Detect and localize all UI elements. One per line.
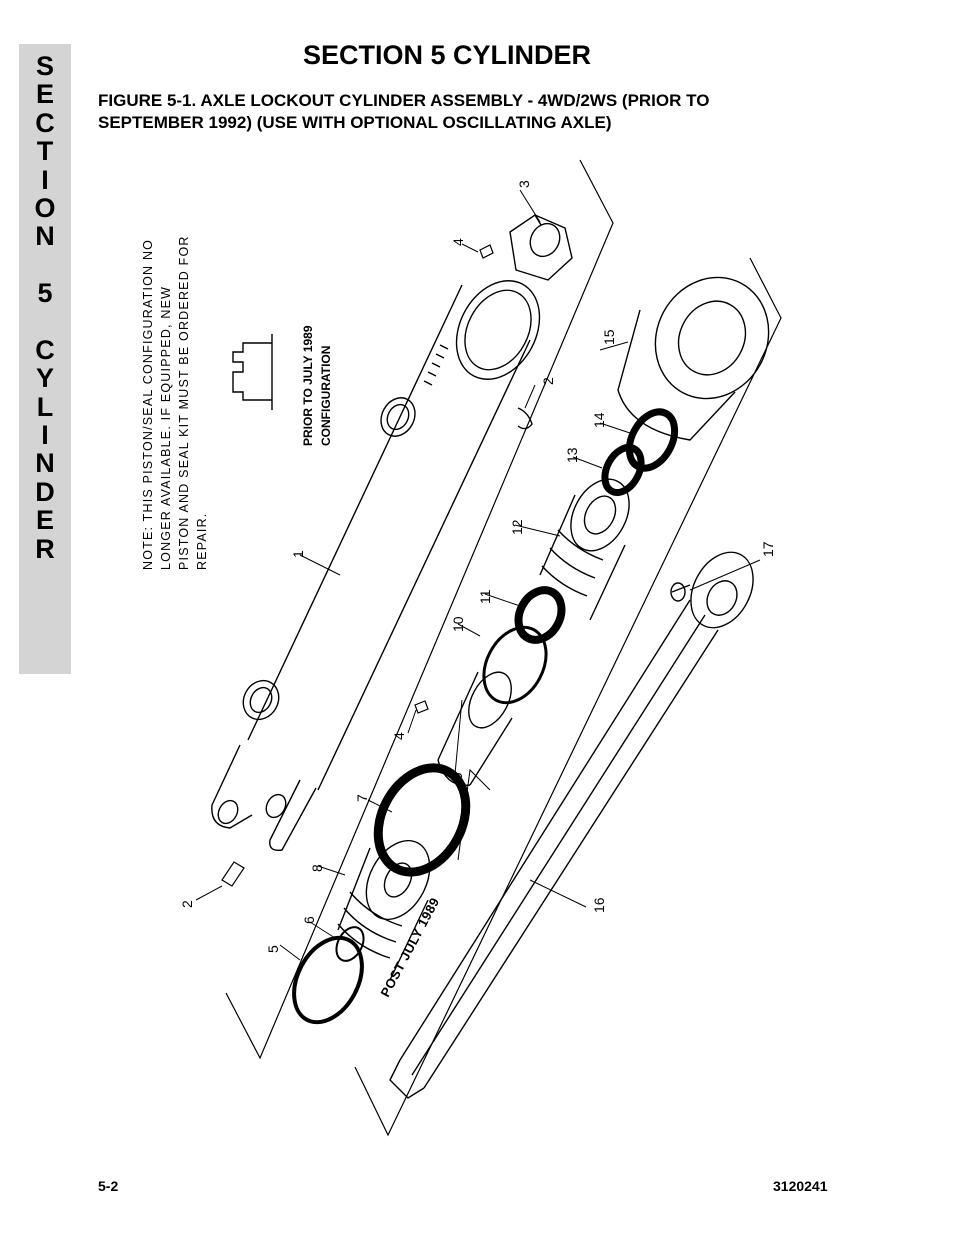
callout-15: 15 bbox=[601, 329, 617, 345]
page-number: 5-2 bbox=[98, 1178, 119, 1194]
config-note: NOTE: THIS PISTON/SEAL CONFIGURATION NO … bbox=[141, 235, 209, 570]
side-letter: N bbox=[35, 221, 55, 252]
spacer-part bbox=[437, 671, 513, 786]
callout-14: 14 bbox=[591, 412, 607, 428]
side-letter: I bbox=[41, 164, 49, 195]
section-side-tab: S E C T I O N 5 C Y L I N D E R bbox=[19, 44, 71, 674]
callout-7: 7 bbox=[354, 794, 370, 802]
callout-8: 8 bbox=[309, 864, 325, 872]
caption-line: SEPTEMBER 1992) (USE WITH OPTIONAL OSCIL… bbox=[98, 113, 612, 132]
callout-12: 12 bbox=[509, 519, 525, 535]
page-title: SECTION 5 CYLINDER bbox=[302, 40, 592, 70]
callout-11: 11 bbox=[477, 589, 493, 604]
side-letter: 5 bbox=[37, 278, 53, 309]
seal-part-13 bbox=[601, 444, 645, 496]
prior-config-sketch bbox=[232, 334, 273, 410]
callout-2: 2 bbox=[540, 377, 556, 385]
callout-5: 5 bbox=[265, 945, 281, 953]
callout-9: 9 bbox=[449, 772, 465, 780]
side-letter: C bbox=[35, 107, 55, 138]
callout-10: 10 bbox=[450, 616, 466, 632]
callout-4: 4 bbox=[450, 238, 466, 246]
side-letter: C bbox=[35, 334, 55, 365]
barrel-panel-outline bbox=[225, 159, 614, 1060]
callout-13: 13 bbox=[564, 447, 580, 463]
note-line: REPAIR. bbox=[195, 513, 209, 571]
setscrew-part-2 bbox=[414, 700, 429, 714]
side-letter: I bbox=[41, 420, 49, 451]
note-line: PISTON AND SEAL KIT MUST BE ORDERED FOR bbox=[177, 235, 191, 570]
callout-6: 6 bbox=[301, 916, 317, 924]
piston-part-8 bbox=[337, 839, 431, 981]
side-tab-letters: S E C T I O N 5 C Y L I N D E R bbox=[19, 52, 71, 563]
side-letter: E bbox=[35, 79, 54, 110]
document-number: 3120241 bbox=[773, 1178, 828, 1194]
side-letter: D bbox=[35, 476, 55, 507]
rod-part bbox=[389, 551, 754, 1099]
callout-1: 1 bbox=[290, 550, 306, 558]
callout-labels: 1 2 3 4 15 14 13 12 11 10 4 9 7 8 6 5 2 … bbox=[179, 180, 776, 953]
note-line: LONGER AVAILABLE. IF EQUIPPED, NEW bbox=[159, 286, 173, 570]
seal-part-5 bbox=[292, 935, 364, 1025]
prior-config-line: PRIOR TO JULY 1989 bbox=[301, 325, 315, 446]
callout-16: 16 bbox=[591, 897, 607, 913]
leader-lines bbox=[195, 189, 761, 961]
seal-part-14 bbox=[625, 408, 679, 472]
prior-config-line: CONFIGURATION bbox=[319, 346, 333, 446]
figure-caption: FIGURE 5-1. AXLE LOCKOUT CYLINDER ASSEMB… bbox=[98, 90, 858, 134]
nut-part bbox=[509, 214, 573, 281]
side-letter: Y bbox=[35, 363, 54, 394]
side-letter: S bbox=[35, 51, 54, 81]
oring-part-10 bbox=[482, 625, 548, 705]
setscrew-part bbox=[479, 244, 494, 259]
side-letter: O bbox=[34, 192, 56, 223]
seal-part-11 bbox=[514, 586, 566, 644]
callout-4b: 4 bbox=[391, 732, 407, 740]
seal-part-7 bbox=[373, 763, 471, 877]
side-letter: T bbox=[36, 136, 54, 167]
caption-line: FIGURE 5-1. AXLE LOCKOUT CYLINDER ASSEMB… bbox=[98, 91, 710, 110]
side-letter: N bbox=[35, 448, 55, 479]
ring-part-6 bbox=[335, 926, 365, 962]
side-letter: L bbox=[36, 391, 54, 422]
callout-2b: 2 bbox=[179, 900, 195, 908]
side-letter: R bbox=[35, 533, 55, 564]
rod-panel-outline bbox=[354, 257, 782, 1137]
note-line: NOTE: THIS PISTON/SEAL CONFIGURATION NO bbox=[141, 239, 155, 570]
side-letter: E bbox=[35, 505, 54, 536]
callout-3: 3 bbox=[516, 180, 532, 188]
prior-config-label: PRIOR TO JULY 1989 CONFIGURATION bbox=[301, 325, 333, 446]
grease-fitting-part bbox=[221, 861, 245, 887]
callout-17: 17 bbox=[760, 541, 776, 557]
barrel-part bbox=[211, 280, 541, 851]
